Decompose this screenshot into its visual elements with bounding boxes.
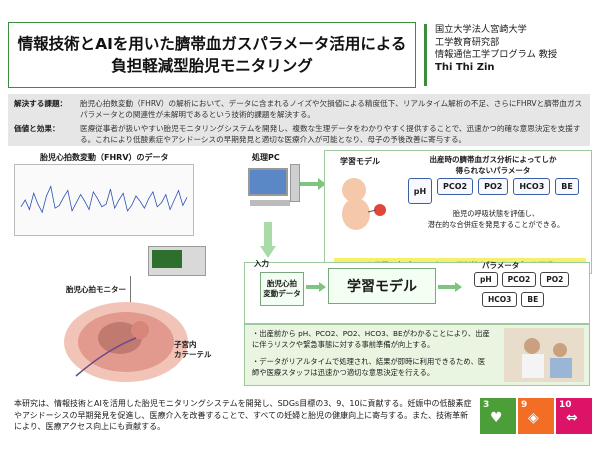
author-university: 国立大学法人宮崎大学 [435,24,527,35]
title-box: 情報技術とAIを用いた臍帯血ガスパラメータ活用による 負担軽減型胎児モニタリング [8,22,416,88]
output-params-row2: HCO3 BE [482,292,545,307]
arrow-right-icon [300,178,326,190]
author-department: 工学教育研究部 [435,36,500,48]
output-params-row1: pH PCO2 PO2 [474,272,570,287]
benefit-item: ・出産前から pH、PCO2、PO2、HCO3、BEがわかることにより、出産に伴… [252,329,490,349]
pc-label: 処理PC [252,153,280,162]
computer-icon [248,164,300,208]
uterus-illustration [64,302,188,382]
model-main: 学習モデル [328,268,436,304]
author-program: 情報通信工学プログラム 教授 [435,49,558,60]
param-hco3: HCO3 [513,178,551,195]
sdg-icons: 3♥ 9◈ 10⇔ [480,398,592,434]
out-be: BE [521,292,545,307]
param-ph: pH [408,178,432,204]
monitor-screen [152,250,182,268]
fhrv-series-line [20,185,188,214]
benefit-item: ・データがリアルタイムで処理され、結果が即時に利用できるため、医師や医療スタッフ… [252,357,486,377]
sdg-9-icon: 9◈ [518,398,554,434]
issue-row-problem: 解決する課題： 胎児心拍数変動（FHRV）の解析において、データに含まれるノイズ… [14,98,584,120]
model-input-label: 入力 [254,259,269,268]
author-block: 国立大学法人宮崎大学 工学教育研究部 情報通信工学プログラム 教授 Thi Th… [424,24,594,86]
value-label: 価値と効果： [14,124,60,133]
sdg-10-icon: 10⇔ [556,398,592,434]
fhrv-chart-svg [20,185,188,214]
out-pco2: PCO2 [501,272,537,287]
learning-params: pH PCO2 PO2 HCO3 BE [408,178,579,204]
fhrv-chart [14,164,194,236]
title-line2: 負担軽減型胎児モニタリング [111,57,313,75]
problem-label: 解決する課題： [14,99,68,108]
monitor-label: 胎児心拍モニター [66,285,126,294]
out-po2: PO2 [540,272,570,287]
issue-row-value: 価値と効果： 医療従事者が扱いやすい胎児モニタリングシステムを開発し、複数な生理… [14,123,584,145]
arrow-right-icon [306,282,326,292]
summary-text: 本研究は、情報技術とAIを活用した胎児モニタリングシステムを開発し、SDGs目標… [14,399,472,431]
author-name: Thi Thi Zin [435,61,495,73]
learning-model-label: 学習モデル [340,157,380,166]
out-hco3: HCO3 [482,292,518,307]
problem-text: 胎児心拍数変動（FHRV）の解析において、データに含まれるノイズや欠損値による精… [80,99,583,119]
catheter-label: 子宮内 カテーテル [174,340,212,359]
doctor-photo [504,328,584,382]
param-be: BE [555,178,579,195]
title-line1: 情報技術とAIを用いた臍帯血ガスパラメータ活用による [17,35,407,53]
fhrv-caption: 胎児心拍数変動（FHRV）のデータ [40,153,169,162]
baby-illustration [342,178,386,230]
benefit-list: ・出産前から pH、PCO2、PO2、HCO3、BEがわかることにより、出産に伴… [252,328,492,384]
sdg-3-icon: 3♥ [480,398,516,434]
arrow-right-icon [438,282,462,292]
learning-heading: 出産時の臍帯血ガス分析によってしか 得られないパラメータ [429,155,557,175]
learning-note: 胎児の呼吸状態を評価し、 潜在的な合併症を発見することができる。 [427,209,565,229]
model-input: 胎児心拍 変動データ [260,272,304,306]
arrow-down-icon [260,222,276,258]
model-output-label: パラメータ [482,261,520,270]
param-pco2: PCO2 [437,178,474,195]
issue-box: 解決する課題： 胎児心拍数変動（FHRV）の解析において、データに含まれるノイズ… [8,94,590,146]
value-text: 医療従事者が扱いやすい胎児モニタリングシステムを開発し、複数な生理データをわかり… [80,124,581,144]
out-ph: pH [474,272,498,287]
param-po2: PO2 [478,178,509,195]
